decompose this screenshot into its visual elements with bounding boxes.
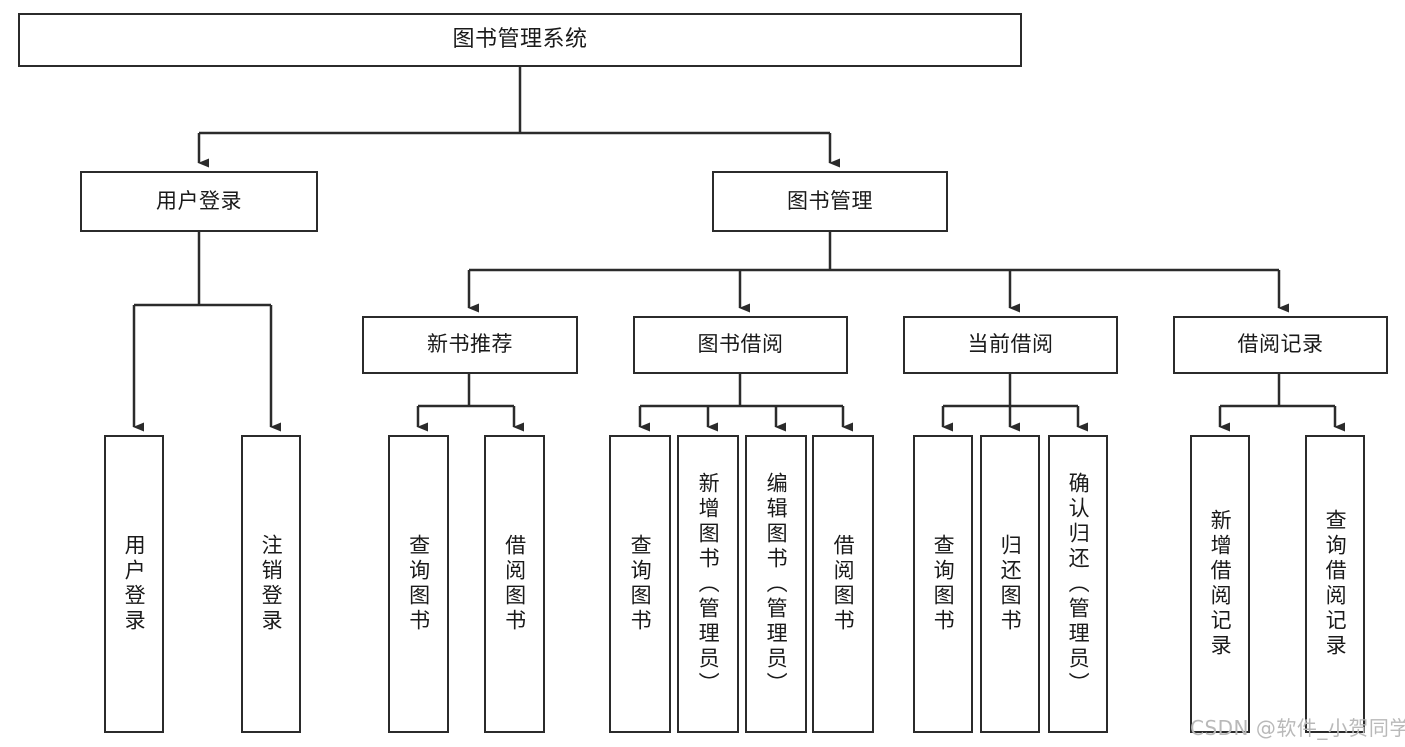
node-label: 查询图书 xyxy=(931,534,956,634)
node-leaf-add-borrow-record[interactable]: 新增借阅记录 xyxy=(1190,435,1250,733)
node-leaf-user-login[interactable]: 用户登录 xyxy=(104,435,164,733)
node-leaf-logout[interactable]: 注销登录 xyxy=(241,435,301,733)
node-new-book-recommend[interactable]: 新书推荐 xyxy=(362,316,578,374)
node-label: 图书管理系统 xyxy=(452,26,588,52)
node-leaf-query-book-current[interactable]: 查询图书 xyxy=(913,435,973,733)
node-leaf-query-borrow-record[interactable]: 查询借阅记录 xyxy=(1305,435,1365,733)
node-label: 编辑图书（管理员） xyxy=(764,471,789,697)
node-user-login[interactable]: 用户登录 xyxy=(80,171,318,232)
node-root-book-management-system[interactable]: 图书管理系统 xyxy=(18,13,1022,67)
node-label: 借阅图书 xyxy=(831,534,856,634)
node-label: 当前借阅 xyxy=(967,332,1054,357)
node-current-borrow[interactable]: 当前借阅 xyxy=(903,316,1118,374)
node-label: 图书借阅 xyxy=(697,332,784,357)
node-leaf-confirm-return-admin[interactable]: 确认归还（管理员） xyxy=(1048,435,1108,733)
node-book-borrow[interactable]: 图书借阅 xyxy=(633,316,848,374)
node-label: 查询图书 xyxy=(628,534,653,634)
node-label: 新增借阅记录 xyxy=(1208,509,1233,659)
node-label: 借阅记录 xyxy=(1237,332,1324,357)
node-borrow-record[interactable]: 借阅记录 xyxy=(1173,316,1388,374)
node-label: 图书管理 xyxy=(787,188,873,213)
node-label: 查询借阅记录 xyxy=(1323,509,1348,659)
node-leaf-edit-book-admin[interactable]: 编辑图书（管理员） xyxy=(745,435,807,733)
node-label: 用户登录 xyxy=(156,188,242,213)
node-book-management[interactable]: 图书管理 xyxy=(712,171,948,232)
node-leaf-return-book[interactable]: 归还图书 xyxy=(980,435,1040,733)
node-label: 注销登录 xyxy=(259,534,284,634)
node-label: 确认归还（管理员） xyxy=(1066,471,1091,697)
node-label: 用户登录 xyxy=(122,534,147,634)
node-leaf-query-book-borrow[interactable]: 查询图书 xyxy=(609,435,671,733)
node-label: 新增图书（管理员） xyxy=(696,471,721,697)
node-leaf-query-book-recommend[interactable]: 查询图书 xyxy=(388,435,449,733)
node-label: 新书推荐 xyxy=(427,332,513,357)
node-leaf-add-book-admin[interactable]: 新增图书（管理员） xyxy=(677,435,739,733)
node-leaf-borrow-book[interactable]: 借阅图书 xyxy=(812,435,874,733)
node-leaf-borrow-book-recommend[interactable]: 借阅图书 xyxy=(484,435,545,733)
node-label: 查询图书 xyxy=(406,534,431,634)
node-label: 归还图书 xyxy=(998,534,1023,634)
node-label: 借阅图书 xyxy=(502,534,527,634)
